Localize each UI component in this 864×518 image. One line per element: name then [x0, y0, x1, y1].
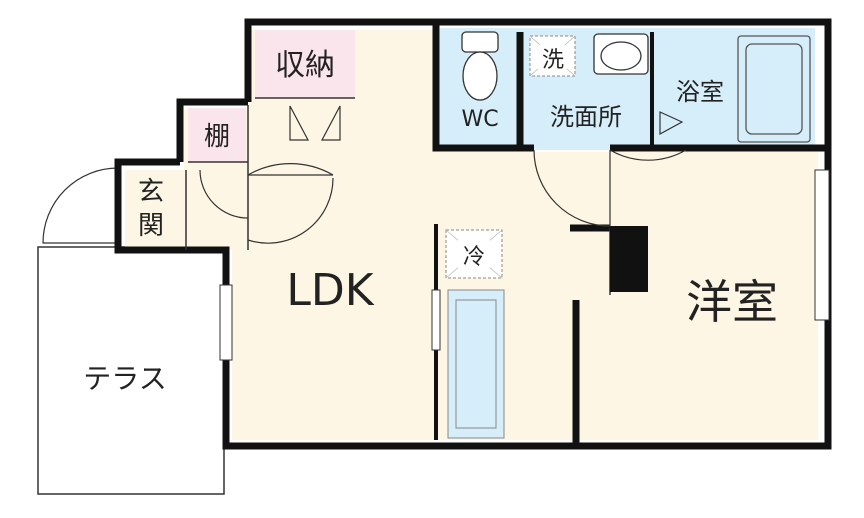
window-terrace	[219, 284, 233, 361]
label-washer: 洗	[542, 48, 564, 73]
label-entrance-1: 玄	[138, 177, 164, 207]
label-washroom: 洗面所	[550, 103, 622, 131]
bathtub-icon	[737, 35, 811, 143]
entrance-door-swing	[42, 167, 119, 244]
window-western	[814, 169, 830, 321]
label-storage: 収納	[275, 48, 335, 83]
room-labels: 収納 棚 玄 関 WC 洗面所 浴室 LDK 洋室 テラス 洗 冷	[83, 48, 778, 395]
structural-column	[610, 226, 648, 292]
toilet-icon	[461, 31, 499, 101]
label-entrance-2: 関	[138, 211, 164, 241]
label-wc: WC	[461, 107, 498, 132]
label-western-room: 洋室	[686, 275, 778, 329]
label-ldk: LDK	[286, 265, 374, 316]
sink-icon	[593, 33, 649, 75]
label-fridge: 冷	[463, 245, 485, 270]
label-shelf: 棚	[204, 122, 230, 152]
terrace-area	[37, 246, 225, 495]
door-swings	[199, 105, 687, 244]
walls	[114, 18, 832, 450]
fridge-label-bg	[458, 240, 490, 268]
room-fills	[125, 28, 818, 440]
window-kitchen	[431, 289, 441, 351]
label-terrace: テラス	[83, 362, 166, 395]
label-bathroom: 浴室	[676, 78, 724, 106]
washer-label-bg	[537, 45, 569, 69]
